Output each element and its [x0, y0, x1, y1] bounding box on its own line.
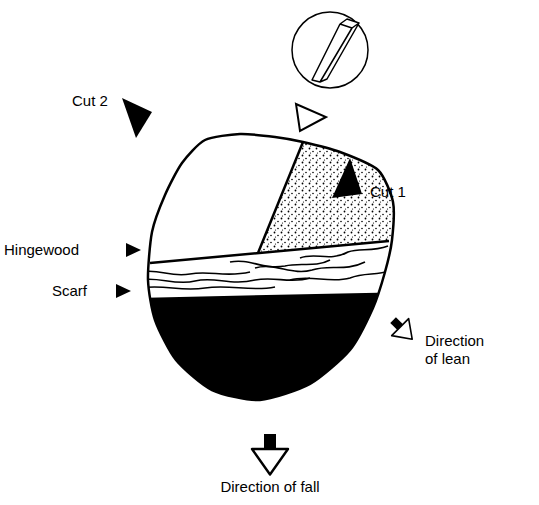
scarf-pointer	[116, 284, 131, 298]
cut-label: Cut 2	[72, 92, 108, 110]
wedge-marker	[296, 104, 326, 131]
stump-section	[130, 90, 420, 420]
part-label: Hingewood	[4, 241, 79, 259]
wood-grain	[290, 270, 392, 280]
cut1-region	[258, 90, 420, 253]
wood-grain	[140, 287, 275, 289]
cut-label: Cut 1	[370, 183, 406, 201]
wood-grain	[230, 260, 330, 267]
direction-label: Direction of fall	[220, 478, 319, 496]
wood-grain	[140, 278, 310, 282]
lean-arrow	[385, 312, 421, 348]
stump-outline	[148, 134, 394, 400]
wedge-inset	[292, 12, 368, 88]
wood-grain	[255, 262, 365, 272]
cut2-line	[150, 241, 389, 263]
direction-label: Direction of lean	[425, 332, 499, 368]
cut2-arrow	[122, 98, 152, 138]
fall-arrow	[252, 434, 288, 475]
hingewood-pointer	[126, 243, 141, 257]
wedge-drawing	[312, 19, 359, 82]
part-label: Scarf	[52, 282, 87, 300]
wood-grain	[140, 271, 250, 275]
cut1-arrow	[332, 158, 362, 198]
cut1-line	[258, 142, 303, 253]
